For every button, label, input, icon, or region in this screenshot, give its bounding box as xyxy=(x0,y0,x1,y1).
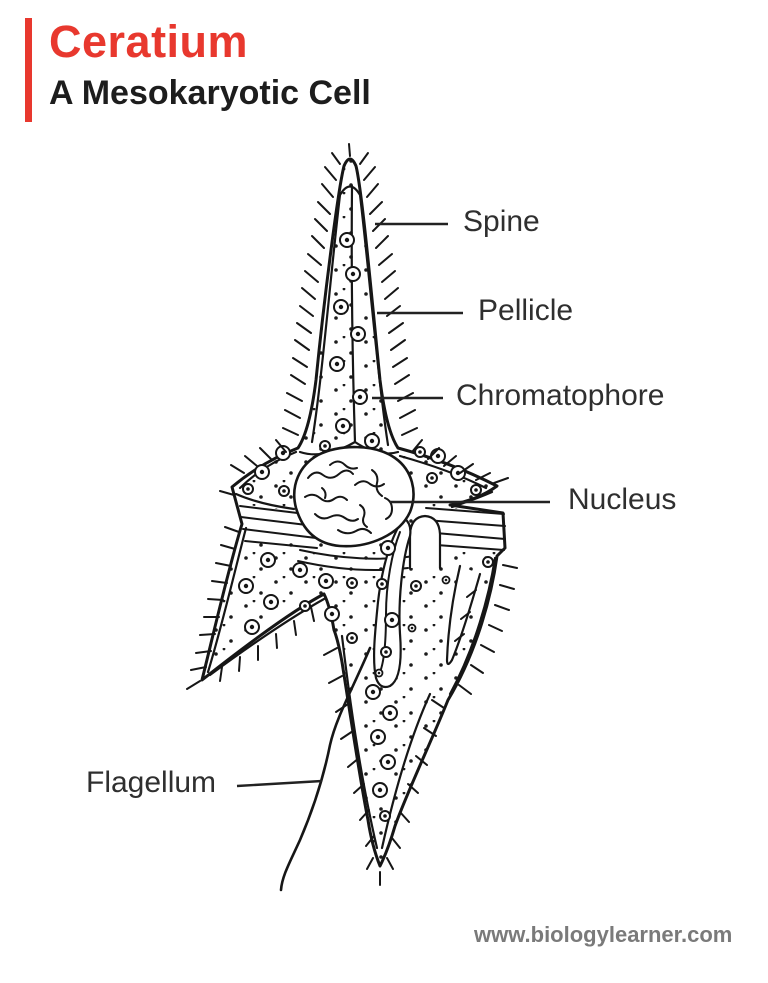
leader-lines xyxy=(236,222,550,788)
label-flagellum: Flagellum xyxy=(86,766,217,799)
label-chromatophore: Chromatophore xyxy=(456,379,665,412)
label-pellicle: Pellicle xyxy=(478,294,574,327)
page-subtitle: A Mesokaryotic Cell xyxy=(49,74,371,112)
flagellum-filament xyxy=(279,646,372,892)
cingulum-groove xyxy=(239,504,506,552)
accent-bar xyxy=(25,18,32,122)
right-notch xyxy=(445,564,482,666)
website-watermark: www.biologylearner.com xyxy=(474,922,733,947)
label-nucleus: Nucleus xyxy=(568,483,677,516)
page-title: Ceratium xyxy=(49,16,249,67)
label-spine: Spine xyxy=(463,205,540,238)
nucleus-chromatin xyxy=(304,460,393,535)
nucleus-shape xyxy=(292,445,415,548)
sulcal-arch xyxy=(408,514,442,570)
leader-flagellum xyxy=(236,779,323,788)
